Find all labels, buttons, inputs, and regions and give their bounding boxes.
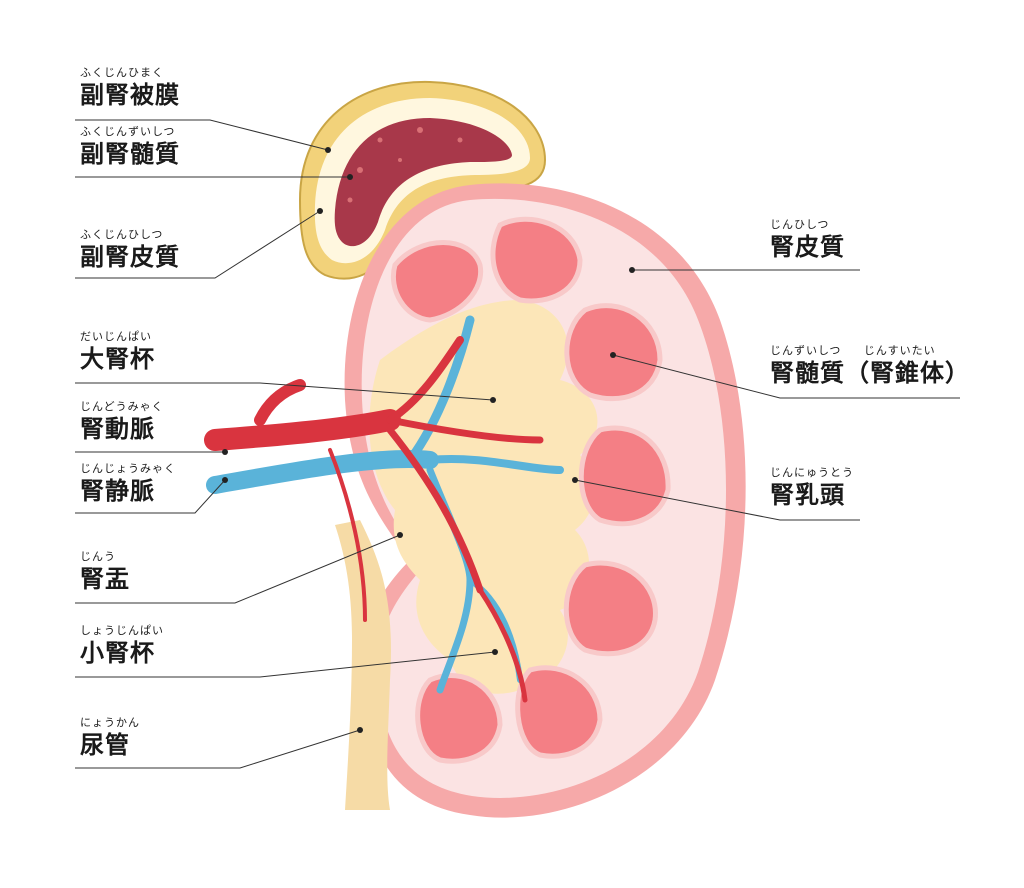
label-text: 腎髄質（腎錐体） [770, 359, 970, 387]
furigana-secondary: じんすいたい [863, 344, 936, 357]
label-adrenal-cortex: ふくじんひしつ 副腎皮質 [80, 228, 180, 272]
furigana: じんひしつ [770, 218, 830, 231]
leader-dots [222, 147, 635, 733]
label-text: 副腎被膜 [80, 81, 180, 109]
label-text: 腎皮質 [770, 233, 845, 261]
furigana-row: じんずいしつ じんすいたい [770, 344, 970, 358]
label-renal-cortex: じんひしつ 腎皮質 [770, 218, 845, 262]
furigana: しょうじんぱい [80, 624, 164, 637]
label-text: 腎盂 [80, 565, 130, 593]
furigana: じんずいしつ [770, 344, 842, 357]
label-major-calyx: だいじんぱい 大腎杯 [80, 330, 155, 374]
ureter-shape [335, 520, 391, 810]
label-renal-vein: じんじょうみゃく 腎静脈 [80, 462, 176, 506]
label-text: 副腎髄質 [80, 140, 180, 168]
label-renal-pelvis: じんう 腎盂 [80, 550, 130, 594]
furigana: ふくじんひしつ [80, 228, 164, 241]
adrenal-gland [298, 80, 547, 280]
label-adrenal-capsule: ふくじんひまく 副腎被膜 [80, 66, 180, 110]
label-renal-artery: じんどうみゃく 腎動脈 [80, 400, 164, 444]
furigana: ふくじんひまく [80, 66, 164, 79]
label-text: 副腎皮質 [80, 243, 180, 271]
furigana: だいじんぱい [80, 330, 152, 343]
furigana: じんどうみゃく [80, 400, 164, 413]
label-text: 小腎杯 [80, 639, 155, 667]
furigana: じんにゅうとう [770, 466, 854, 479]
label-minor-calyx: しょうじんぱい 小腎杯 [80, 624, 164, 668]
furigana: にょうかん [80, 716, 140, 729]
label-adrenal-medulla: ふくじんずいしつ 副腎髄質 [80, 125, 180, 169]
leader-lines [75, 119, 960, 769]
label-text: 腎動脈 [80, 415, 155, 443]
label-renal-medulla: じんずいしつ じんすいたい 腎髄質（腎錐体） [770, 344, 970, 388]
label-text: 尿管 [80, 731, 130, 759]
label-ureter: にょうかん 尿管 [80, 716, 140, 760]
furigana: じんう [80, 550, 116, 563]
furigana: ふくじんずいしつ [80, 125, 176, 138]
label-text: 大腎杯 [80, 345, 155, 373]
furigana: じんじょうみゃく [80, 462, 176, 475]
label-text: 腎乳頭 [770, 481, 845, 509]
label-renal-papilla: じんにゅうとう 腎乳頭 [770, 466, 854, 510]
label-text: 腎静脈 [80, 477, 155, 505]
renal-artery-vessels [204, 336, 544, 703]
renal-pelvis-shape [369, 300, 598, 694]
